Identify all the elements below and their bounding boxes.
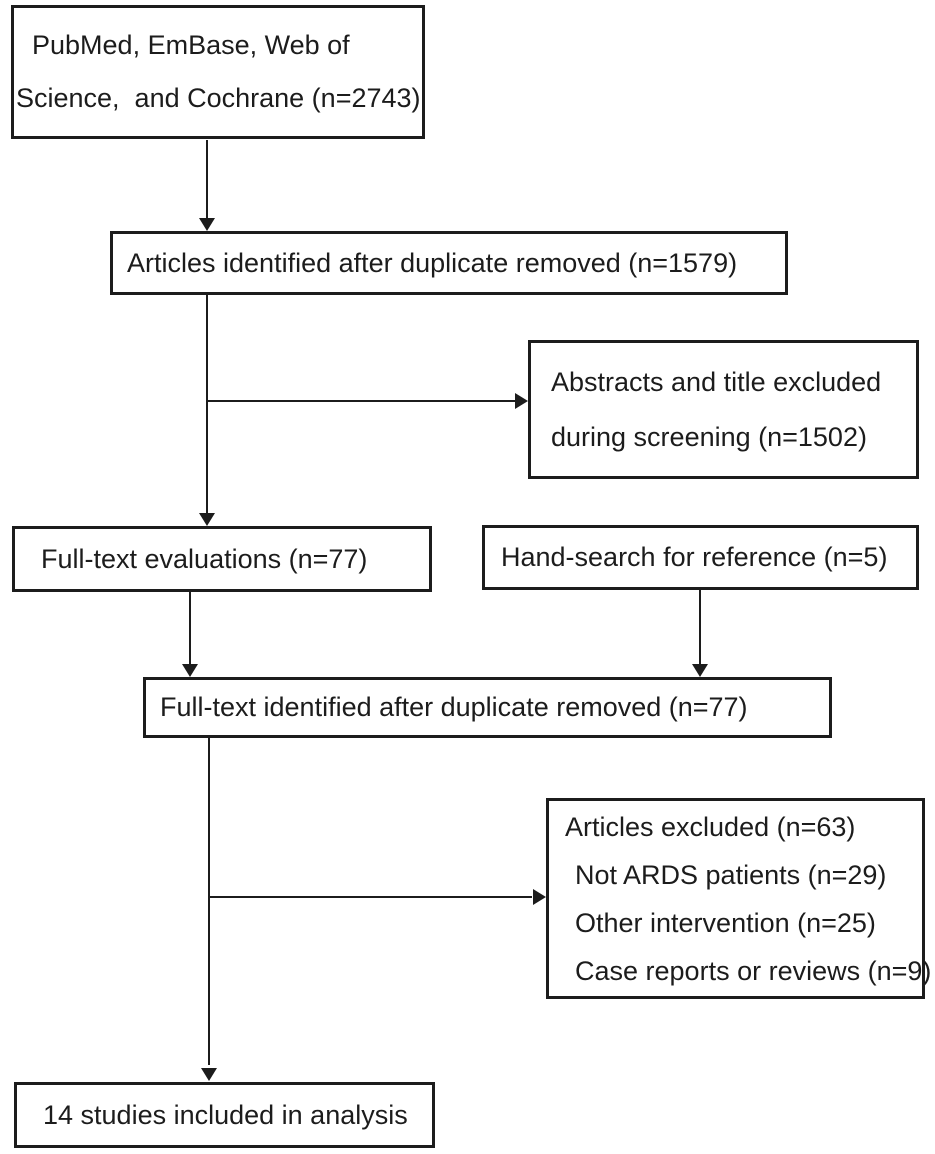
box-database-sources-line2: Science, and Cochrane (n=2743) <box>16 83 421 113</box>
box-articles-excluded: Articles excluded (n=63) Not ARDS patien… <box>546 798 932 999</box>
box-hand-search-label: Hand-search for reference (n=5) <box>501 542 888 572</box>
connector-branch-to-abstracts-excluded <box>207 400 517 402</box>
box-articles-identified: Articles identified after duplicate remo… <box>110 231 788 295</box>
box-articles-excluded-reason-other-intervention: Other intervention (n=25) <box>575 907 876 938</box>
box-fulltext-identified: Full-text identified after duplicate rem… <box>143 677 832 738</box>
box-studies-included-label: 14 studies included in analysis <box>43 1099 408 1130</box>
box-database-sources: PubMed, EmBase, Web of Science, and Coch… <box>11 5 425 139</box>
box-hand-search: Hand-search for reference (n=5) <box>482 525 919 590</box>
box-abstracts-excluded-line1: Abstracts and title excluded <box>551 366 882 397</box>
arrowhead-down-icon <box>199 218 215 231</box>
connector-identified-to-included <box>208 738 210 1065</box>
connector-branch-to-articles-excluded <box>209 896 532 898</box>
box-abstracts-excluded: Abstracts and title excluded during scre… <box>528 340 919 479</box>
arrowhead-down-icon <box>692 664 708 677</box>
box-fulltext-evaluations-label: Full-text evaluations (n=77) <box>41 543 368 574</box>
connector-dedup-to-fulltext-eval <box>206 295 208 516</box>
arrowhead-down-icon <box>199 513 215 526</box>
box-database-sources-line1: PubMed, EmBase, Web of <box>32 30 350 60</box>
connector-handsearch-to-identified <box>699 590 701 664</box>
box-articles-excluded-title: Articles excluded (n=63) <box>565 811 856 842</box>
box-fulltext-evaluations: Full-text evaluations (n=77) <box>12 526 432 592</box>
box-studies-included: 14 studies included in analysis <box>14 1082 435 1148</box>
connector-sources-to-dedup <box>206 140 208 222</box>
box-articles-excluded-reason-case-reports: Case reports or reviews (n=9) <box>575 955 932 986</box>
arrowhead-right-icon <box>533 889 546 905</box>
box-fulltext-identified-label: Full-text identified after duplicate rem… <box>160 692 748 722</box>
arrowhead-down-icon <box>201 1068 217 1081</box>
box-abstracts-excluded-line2: during screening (n=1502) <box>551 421 867 452</box>
box-articles-identified-label: Articles identified after duplicate remo… <box>127 247 738 278</box>
connector-fulltext-eval-to-identified <box>189 592 191 664</box>
arrowhead-right-icon <box>515 393 528 409</box>
arrowhead-down-icon <box>182 664 198 677</box>
box-articles-excluded-reason-not-ards: Not ARDS patients (n=29) <box>575 859 887 890</box>
